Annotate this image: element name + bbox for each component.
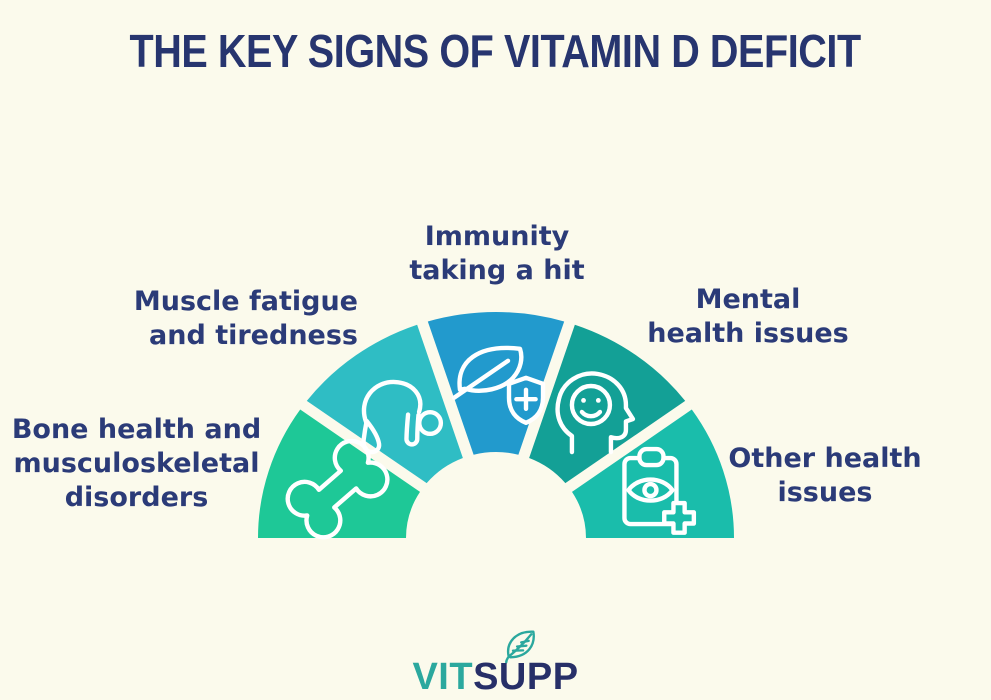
wedge-clipboard-eye	[571, 409, 734, 538]
label-mental-health: Mental health issues	[647, 284, 849, 349]
label-muscle-fatigue: Muscle fatigue and tiredness	[133, 286, 358, 351]
logo-supp: SUPP	[473, 656, 579, 698]
logo-wordmark: VITSUPP	[0, 656, 991, 699]
immunity-shield-leaf-icon	[451, 345, 546, 425]
label-other-health: Other health issues	[728, 443, 922, 508]
page-title: THE KEY SIGNS OF VITAMIN D DEFICIT	[129, 25, 862, 77]
label-bone-health: Bone health and musculoskeletal disorder…	[11, 414, 262, 513]
label-immunity: Immunity taking a hit	[409, 221, 585, 286]
leaf-icon	[505, 630, 535, 664]
mental-head-icon	[555, 371, 636, 455]
bone-icon	[285, 438, 390, 540]
wedge-mental-head	[529, 324, 686, 484]
clipboard-eye-icon	[622, 446, 697, 535]
logo-vit: VIT	[412, 656, 474, 698]
fatigue-person-icon	[361, 379, 444, 455]
vitsupp-logo: VITSUPP	[0, 626, 991, 699]
wedge-fatigue-person	[306, 324, 463, 484]
